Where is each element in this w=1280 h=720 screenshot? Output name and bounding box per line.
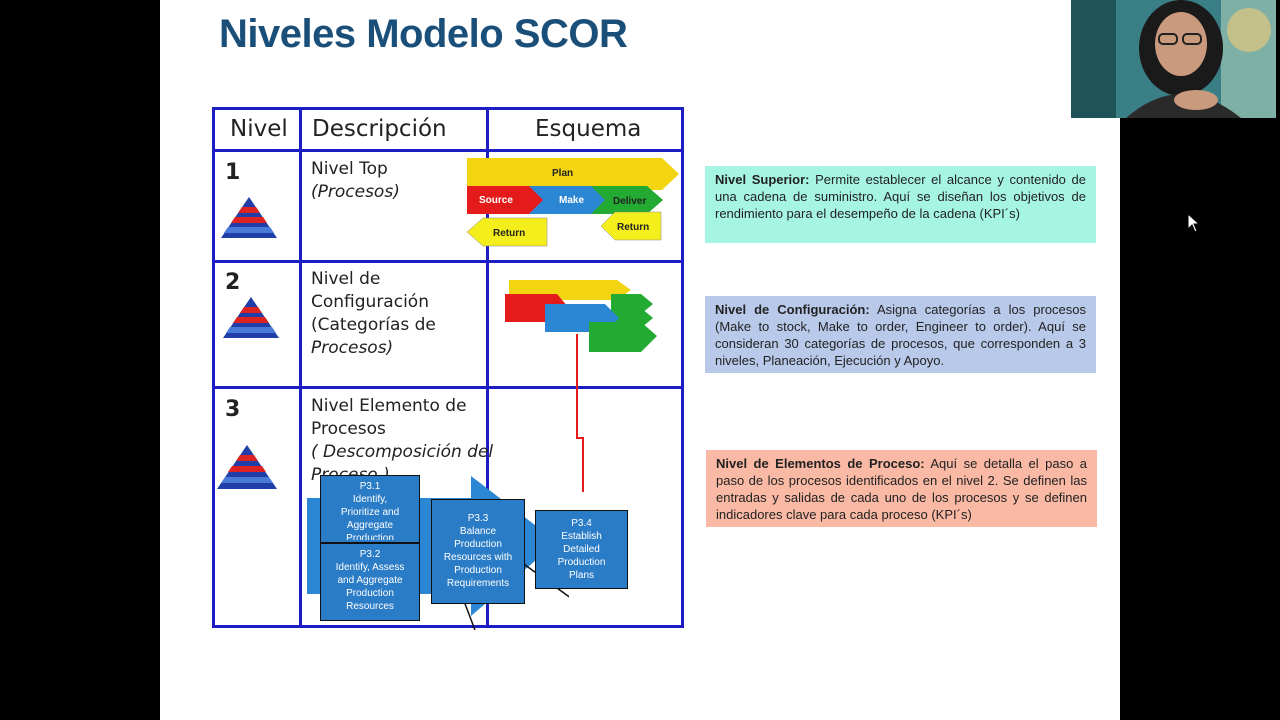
levels-table: Nivel Descripción Esquema 1 Nivel Top (P… <box>212 107 684 630</box>
info-nivel-configuracion: Nivel de Configuración: Asigna categoría… <box>705 296 1096 373</box>
source-label: Source <box>479 195 513 206</box>
presenter-avatar-icon <box>1071 0 1276 118</box>
row-divider <box>215 149 681 152</box>
return-left-label: Return <box>493 228 525 239</box>
scor-config-diagram <box>505 280 657 352</box>
header-esquema: Esquema <box>535 116 642 142</box>
return-right-label: Return <box>617 222 649 233</box>
slide: Niveles Modelo SCOR Nivel Descripción Es… <box>160 0 1120 720</box>
pyramid-icon <box>221 197 277 238</box>
deliver-label: Deliver <box>613 196 646 207</box>
make-label: Make <box>559 195 584 206</box>
info-nivel-superior: Nivel Superior: Permite establecer el al… <box>705 166 1096 243</box>
pyramid-icon <box>223 297 279 338</box>
header-nivel: Nivel <box>230 116 288 142</box>
process-box-p32: P3.2 Identify, Assess and Aggregate Prod… <box>320 543 420 621</box>
header-descripcion: Descripción <box>312 116 447 142</box>
process-box-p34: P3.4 Establish Detailed Production Plans <box>535 510 628 589</box>
process-box-p33: P3.3 Balance Production Resources with P… <box>431 499 525 604</box>
plan-label: Plan <box>552 168 573 179</box>
mouse-cursor-icon <box>1187 213 1201 233</box>
level-description: Nivel de Configuración (Categorías de Pr… <box>311 269 436 358</box>
info-nivel-elementos: Nivel de Elementos de Proceso: Aquí se d… <box>706 450 1097 527</box>
pyramid-icon <box>217 445 277 489</box>
row-divider <box>215 260 681 263</box>
level-description: Nivel Elemento de Procesos ( Descomposic… <box>311 396 494 485</box>
col-divider <box>299 110 302 625</box>
row-divider <box>215 386 681 389</box>
level-number: 1 <box>225 160 241 185</box>
level-number: 2 <box>225 270 241 295</box>
level-description: Nivel Top (Procesos) <box>311 159 400 202</box>
col-divider <box>486 110 489 625</box>
webcam-video <box>1071 0 1276 118</box>
level-number: 3 <box>225 397 241 422</box>
slide-title: Niveles Modelo SCOR <box>219 12 628 56</box>
scor-top-diagram: Plan Source Make Deliver Return Return <box>467 158 679 247</box>
process-box-p31: P3.1 Identify, Prioritize and Aggregate … <box>320 475 420 543</box>
connector-line <box>576 334 584 492</box>
